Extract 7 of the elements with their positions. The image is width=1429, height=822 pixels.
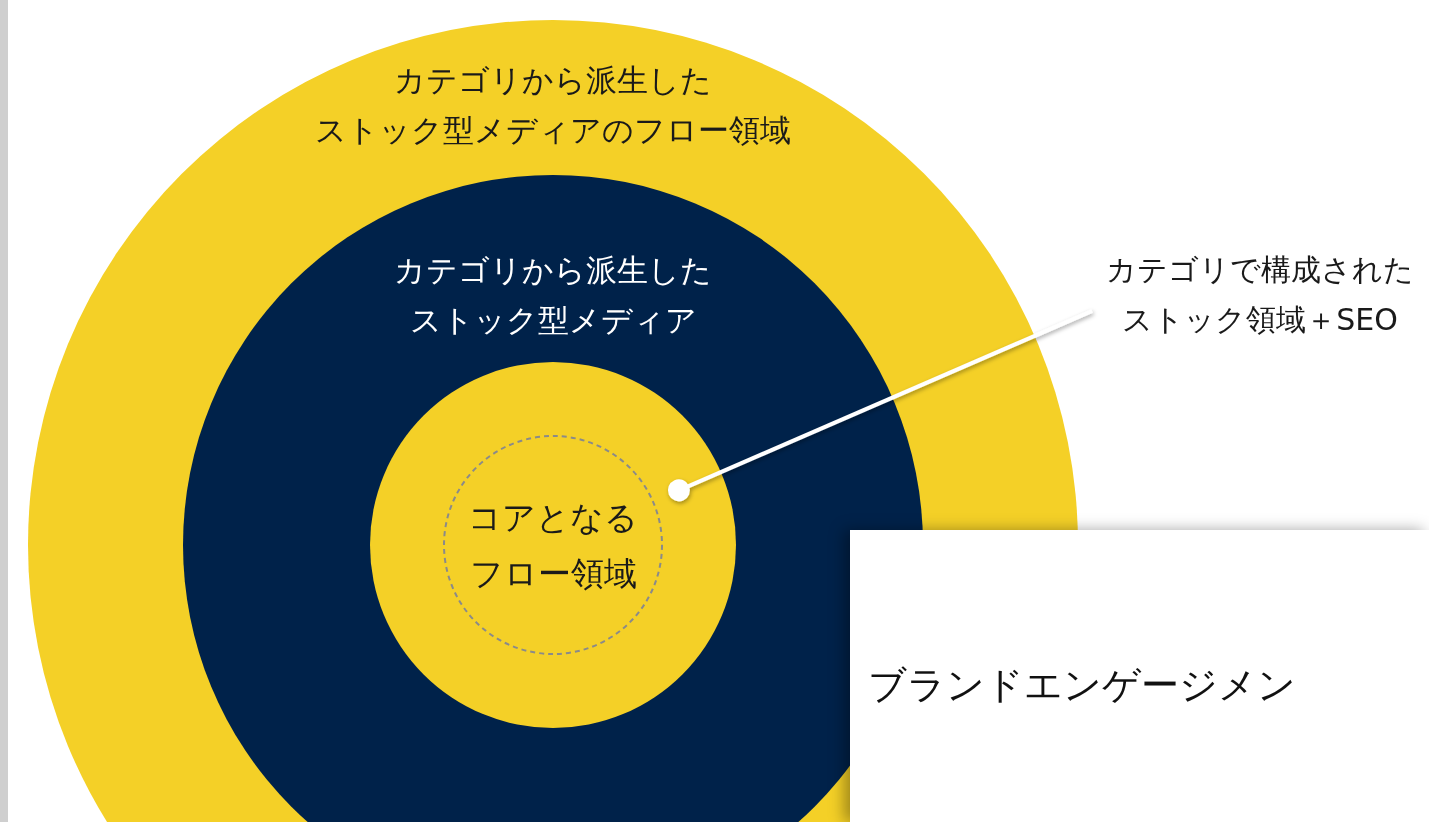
callout-text: カテゴリで構成されたストック領域＋SEO	[1106, 251, 1414, 339]
inner-circle	[370, 362, 736, 728]
region-label: カテゴリから派生したストック型メディアのフロー領域	[315, 61, 791, 150]
region-label: コアとなるフロー領域	[468, 497, 638, 595]
region-label: カテゴリから派生したストック型メディア	[394, 251, 712, 340]
dashed-circle	[443, 435, 663, 655]
caption-text: ブランドエンゲージメン	[868, 662, 1296, 709]
